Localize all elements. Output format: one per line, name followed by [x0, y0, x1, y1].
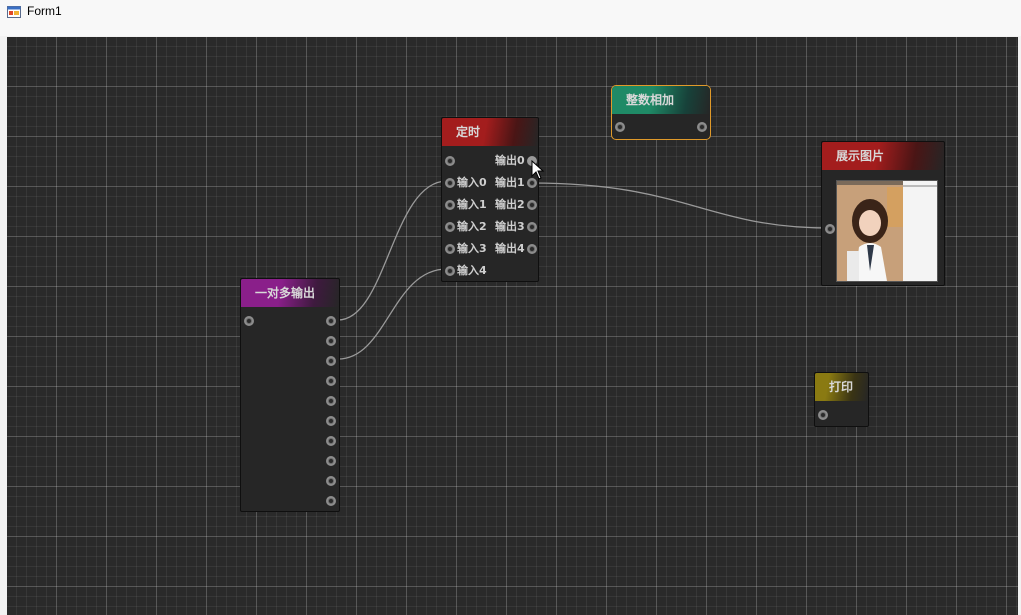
- photo-thumbnail: [836, 180, 938, 282]
- timer-input-label-2: 输入2: [457, 220, 487, 233]
- split-output-port-4[interactable]: [326, 396, 336, 406]
- timer-input-label-1: 输入1: [457, 198, 487, 211]
- split-output-port-7[interactable]: [326, 456, 336, 466]
- timer-input-port-0[interactable]: [445, 178, 455, 188]
- arrow-cursor-icon: [531, 160, 545, 180]
- node-integer-add[interactable]: 整数相加: [611, 85, 711, 140]
- node-one-to-many[interactable]: 一对多输出: [240, 278, 340, 512]
- timer-output-label-3: 输出3: [495, 220, 525, 233]
- timer-input-port-2[interactable]: [445, 222, 455, 232]
- photo-image: [837, 181, 937, 281]
- timer-output-label-2: 输出2: [495, 198, 525, 211]
- timer-output-port-2[interactable]: [527, 200, 537, 210]
- wire-timer-output1-to-image: [530, 182, 830, 229]
- split-output-port-2[interactable]: [326, 356, 336, 366]
- split-input-port[interactable]: [244, 316, 254, 326]
- add-output-port[interactable]: [697, 122, 707, 132]
- timer-output-port-4[interactable]: [527, 244, 537, 254]
- node-one-to-many-title: 一对多输出: [241, 279, 339, 307]
- split-output-port-0[interactable]: [326, 316, 336, 326]
- timer-output-port-1[interactable]: [527, 178, 537, 188]
- timer-output-label-0: 输出0: [495, 154, 525, 167]
- node-print-title: 打印: [815, 373, 868, 401]
- timer-input-port-3[interactable]: [445, 244, 455, 254]
- add-input-port[interactable]: [615, 122, 625, 132]
- split-output-port-6[interactable]: [326, 436, 336, 446]
- print-input-port[interactable]: [818, 410, 828, 420]
- node-editor-canvas[interactable]: 定时 输入0 输入1 输入2 输入3 输入4 输出0 输出1 输出2 输出3 输…: [7, 37, 1018, 615]
- split-output-port-1[interactable]: [326, 336, 336, 346]
- timer-input-port-1[interactable]: [445, 200, 455, 210]
- timer-input-port-4[interactable]: [445, 266, 455, 276]
- split-output-port-3[interactable]: [326, 376, 336, 386]
- split-output-port-9[interactable]: [326, 496, 336, 506]
- timer-output-label-4: 输出4: [495, 242, 525, 255]
- timer-trigger-port[interactable]: [445, 156, 455, 166]
- node-show-image-title: 展示图片: [822, 142, 944, 170]
- node-integer-add-title: 整数相加: [612, 86, 710, 114]
- timer-output-label-1: 输出1: [495, 176, 525, 189]
- window-title: Form1: [27, 4, 62, 18]
- node-timer[interactable]: 定时 输入0 输入1 输入2 输入3 输入4 输出0 输出1 输出2 输出3 输…: [441, 117, 539, 282]
- timer-input-label-0: 输入0: [457, 176, 487, 189]
- node-show-image[interactable]: 展示图片: [821, 141, 945, 286]
- split-output-port-5[interactable]: [326, 416, 336, 426]
- timer-input-label-3: 输入3: [457, 242, 487, 255]
- split-output-port-8[interactable]: [326, 476, 336, 486]
- title-bar: Form1: [0, 0, 1021, 36]
- wire-split-to-timer-input4: [337, 268, 448, 360]
- timer-output-port-3[interactable]: [527, 222, 537, 232]
- node-timer-title: 定时: [442, 118, 538, 146]
- timer-input-label-4: 输入4: [457, 264, 487, 277]
- image-input-port[interactable]: [825, 224, 835, 234]
- node-print[interactable]: 打印: [814, 372, 869, 427]
- wire-split-to-timer-input0: [337, 180, 448, 321]
- form-icon: [7, 6, 21, 18]
